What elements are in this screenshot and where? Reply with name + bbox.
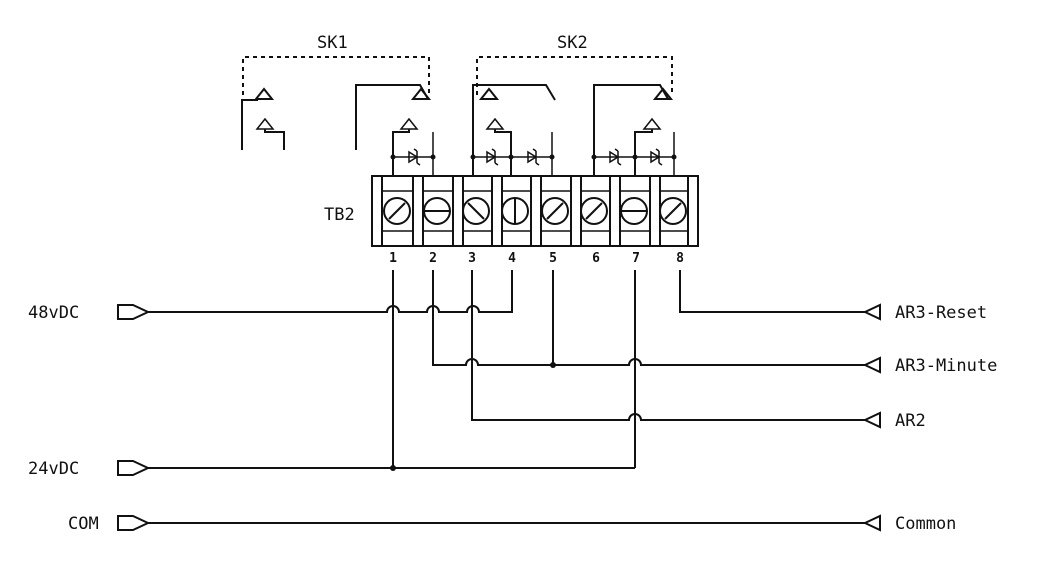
output-ar3-reset: AR3-Reset — [850, 303, 987, 323]
terminal-number: 1 — [389, 251, 397, 266]
terminal-number: 6 — [592, 251, 600, 266]
terminal-number: 2 — [429, 251, 437, 266]
output-ar3-reset-label: AR3-Reset — [895, 303, 987, 323]
terminal-block-tb2: TB2 1 2 3 4 — [324, 175, 699, 266]
input-48vdc: 48vDC — [28, 303, 151, 323]
contact-bank — [390, 117, 677, 175]
input-24vdc-label: 24vDC — [28, 459, 79, 479]
sk1-label: SK1 — [317, 33, 348, 53]
connector-arrow-icon — [850, 356, 881, 374]
output-ar2: AR2 — [850, 411, 926, 431]
terminal-number: 7 — [632, 251, 640, 266]
output-ar3-minute: AR3-Minute — [850, 356, 997, 376]
sk2-label: SK2 — [557, 33, 588, 53]
connector-arrow-icon — [850, 411, 881, 429]
connector-arrow-icon — [117, 304, 151, 320]
connector-arrow-icon — [117, 515, 151, 531]
socket-sk2: SK2 — [472, 33, 674, 175]
output-ar2-label: AR2 — [895, 411, 926, 431]
socket-sk1: SK1 — [241, 33, 432, 150]
input-connectors: 48vDC 24vDC COM — [28, 303, 151, 534]
input-24vdc: 24vDC — [28, 459, 151, 479]
connector-arrow-icon — [117, 460, 151, 476]
output-common: Common — [850, 514, 956, 534]
tb2-label: TB2 — [324, 205, 355, 225]
output-ar3-minute-label: AR3-Minute — [895, 356, 997, 376]
connector-arrow-icon — [850, 514, 881, 532]
input-com-label: COM — [68, 514, 99, 534]
connector-arrow-icon — [850, 303, 881, 321]
terminal-number: 3 — [468, 251, 476, 266]
wiring — [148, 270, 850, 524]
input-com: COM — [68, 514, 151, 534]
output-connectors: AR3-Reset AR3-Minute AR2 Common — [850, 303, 997, 534]
input-48vdc-label: 48vDC — [28, 303, 79, 323]
terminal-number: 8 — [676, 251, 684, 266]
terminal-number: 4 — [508, 251, 516, 266]
terminal-number: 5 — [549, 251, 557, 266]
terminal-numbers: 1 2 3 4 5 6 7 8 — [389, 251, 684, 266]
output-common-label: Common — [895, 514, 956, 534]
